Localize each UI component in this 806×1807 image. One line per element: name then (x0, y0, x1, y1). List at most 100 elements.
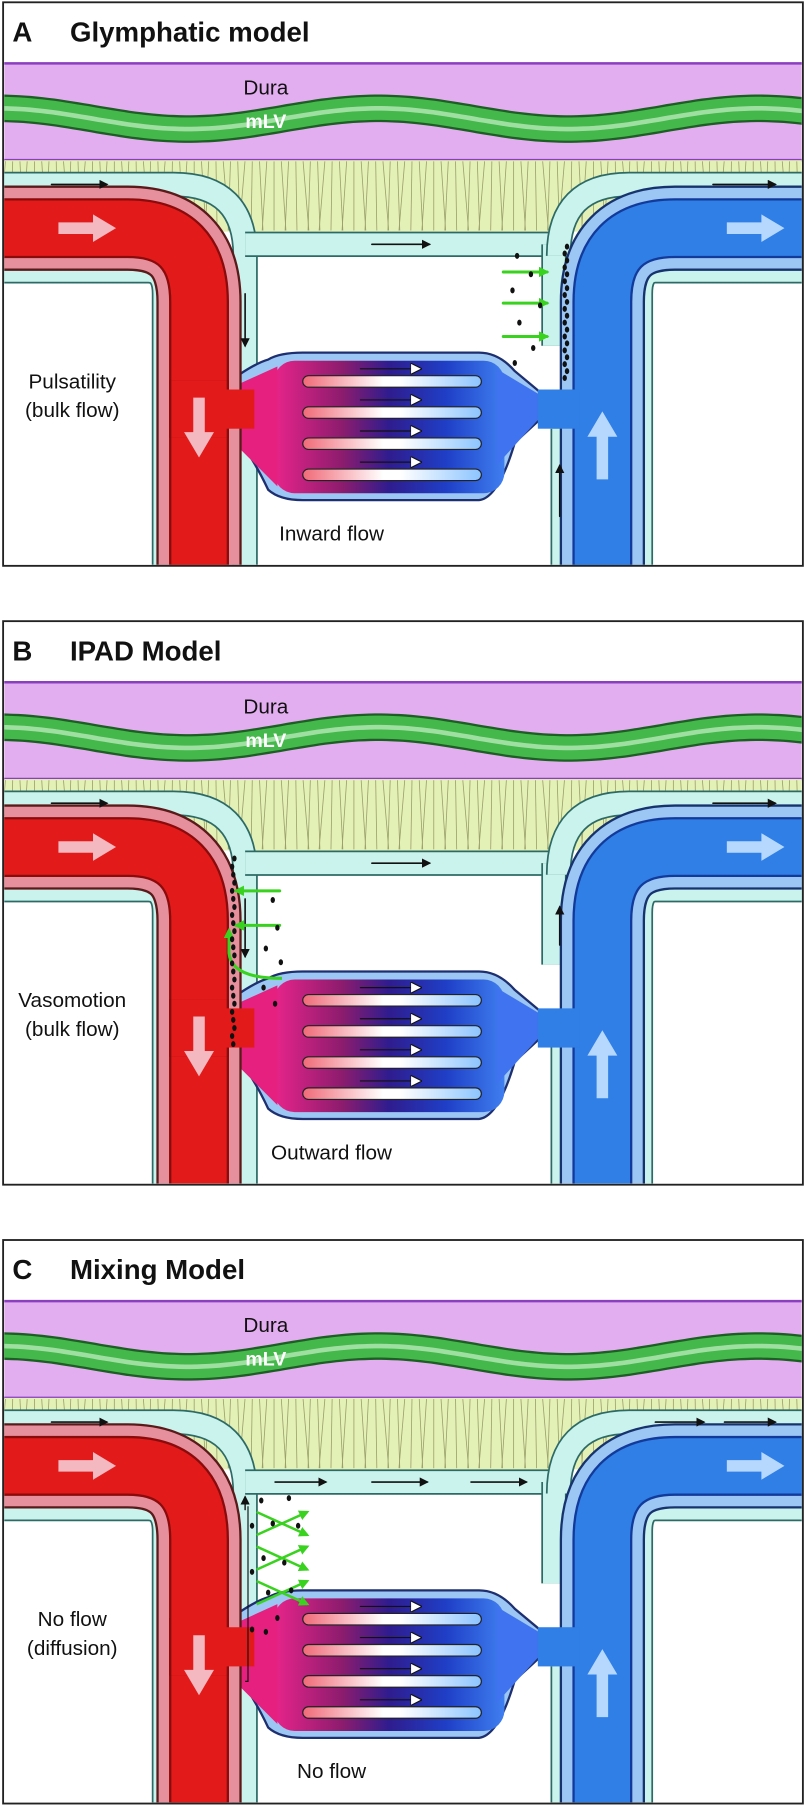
green-mixing-arrow (256, 1510, 310, 1537)
vein-flow-arrow (587, 1030, 618, 1099)
solute-dot (564, 298, 570, 305)
green-mixing-arrow (256, 1545, 310, 1571)
green-flux-arrow (223, 927, 282, 980)
flow-direction-label: No flow (297, 1760, 367, 1783)
solute-dot (289, 1587, 294, 1594)
solute-dot (231, 1041, 236, 1048)
solute-dot (562, 250, 567, 257)
panel-title: Glymphatic model (70, 16, 310, 47)
solute-dot (229, 912, 235, 919)
capillary-2 (302, 1643, 482, 1657)
solute-dot (229, 984, 235, 991)
solute-dot (564, 257, 570, 264)
mlv-label: mLV (245, 1349, 286, 1371)
perivascular-annotations (240, 243, 570, 518)
arteriole-branch (219, 1627, 255, 1667)
solute-dot (229, 887, 235, 894)
capillary-bed (212, 970, 544, 1121)
mechanism-label: (bulk flow) (25, 1018, 119, 1041)
mlv-label: mLV (245, 111, 286, 133)
artery-flow-arrow (184, 1016, 215, 1077)
mechanism-label: Pulsatility (28, 370, 116, 393)
panel-letter: B (12, 635, 32, 666)
vein (537, 804, 802, 1184)
solute-dot (259, 1497, 264, 1504)
solute-dot (564, 368, 570, 375)
solute-dot (562, 292, 567, 299)
venule-branch (537, 389, 580, 429)
solute-dot (270, 1520, 275, 1527)
solute-dot (263, 1628, 269, 1635)
solute-dot (232, 903, 237, 910)
solute-dot (229, 863, 235, 870)
dura-label: Dura (243, 695, 288, 718)
perivascular-annotations (223, 855, 565, 1048)
green-mixing-arrow (256, 1579, 310, 1606)
solute-dot (564, 243, 570, 250)
solute-dot (249, 1568, 255, 1575)
solute-dot (231, 1016, 236, 1023)
solute-dot (531, 345, 536, 352)
solute-dot (229, 960, 235, 967)
capillary-4 (302, 1706, 482, 1719)
vein-flow-arrow (587, 1649, 618, 1718)
artery (4, 185, 255, 565)
solute-dot (562, 374, 567, 381)
diffusion-path (245, 1506, 249, 1682)
solute-dot (265, 1589, 271, 1596)
artery-flow-arrow (58, 1452, 117, 1480)
solute-dot (562, 305, 567, 312)
csf-flow-arrows (50, 1417, 777, 1487)
capillary-3 (302, 437, 482, 451)
flow-direction-label: Outward flow (271, 1141, 393, 1164)
solute-dot (231, 992, 236, 999)
capillary-1 (302, 375, 482, 388)
solute-dot (249, 1626, 255, 1633)
mlv-label: mLV (245, 730, 286, 752)
solute-dot (232, 976, 237, 983)
solute-dot (232, 1000, 237, 1007)
solute-dot (295, 1522, 301, 1529)
capillary-4 (302, 468, 482, 482)
solute-dot (231, 944, 236, 951)
solute-dot (229, 1008, 235, 1015)
flow-direction-label: Inward flow (279, 522, 385, 545)
solute-dot (272, 1000, 278, 1007)
solute-dot (261, 1555, 266, 1562)
solute-dot (562, 333, 567, 340)
solute-dot (282, 1559, 287, 1566)
solute-dot (562, 319, 567, 326)
vein (537, 1423, 802, 1803)
panel-title: IPAD Model (70, 635, 222, 666)
solute-dot (562, 264, 567, 271)
solute-dot (231, 895, 236, 902)
panel-letter: C (12, 1254, 32, 1285)
vein (537, 185, 802, 565)
solute-dot (231, 968, 236, 975)
solute-dot (510, 287, 515, 294)
capillary-2 (302, 406, 482, 419)
solute-dot (249, 1522, 255, 1529)
solute-dot (232, 1024, 237, 1031)
csf-flow-arrows (50, 179, 777, 249)
solute-dot (275, 1615, 280, 1621)
mechanism-label: No flow (38, 1608, 108, 1631)
artery (4, 804, 255, 1184)
venule-branch (537, 1627, 580, 1667)
artery-flow-arrow (184, 1635, 215, 1696)
artery-flow-arrow (184, 397, 215, 458)
dura-label: Dura (243, 76, 288, 99)
solute-dot (231, 920, 236, 927)
solute-dot (564, 326, 570, 333)
capillary-3 (302, 1056, 482, 1069)
solute-dot (537, 302, 543, 309)
solute-dot (232, 928, 237, 935)
mlv-vessel (4, 1332, 802, 1381)
arteriole-branch (219, 389, 255, 429)
mechanism-label: (diffusion) (27, 1637, 118, 1660)
panel-title: Mixing Model (70, 1254, 245, 1285)
solute-dot (263, 945, 269, 952)
capillary-bed (212, 351, 544, 502)
